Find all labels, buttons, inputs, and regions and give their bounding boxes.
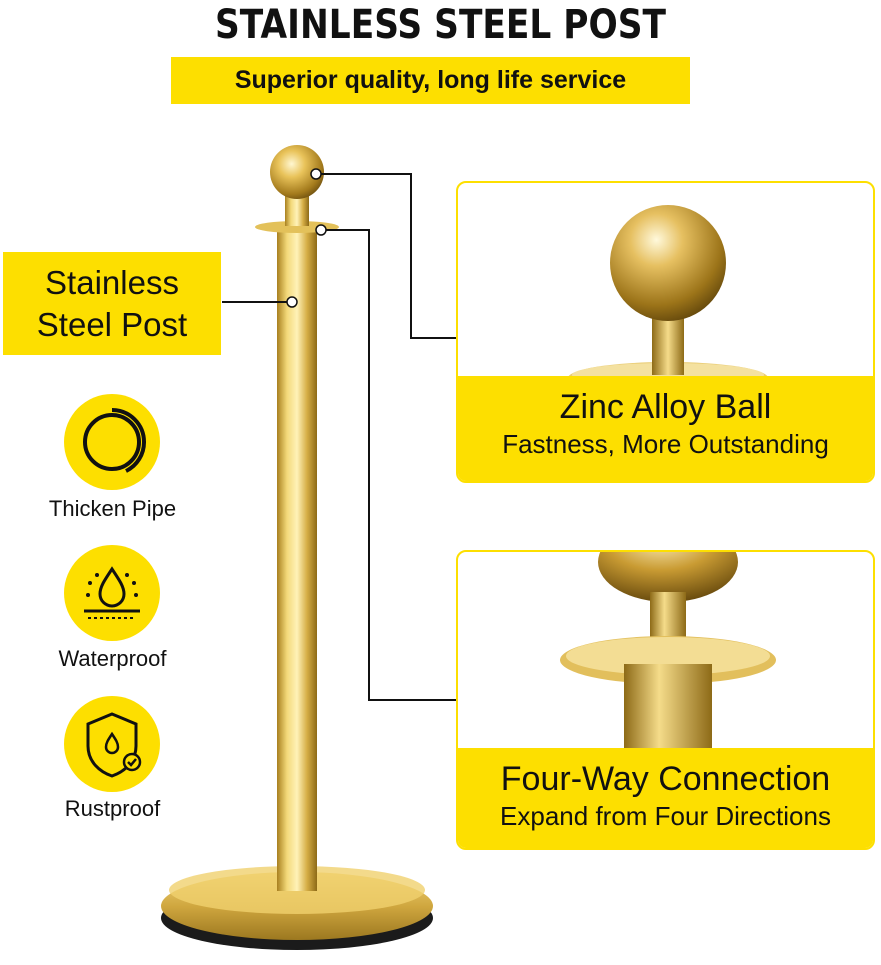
callout-text: Expand from Four Directions xyxy=(500,801,831,831)
shield-drop-icon xyxy=(64,696,160,792)
callout-title: Zinc Alloy Ball xyxy=(559,388,772,426)
callout-zinc-alloy-ball: Zinc Alloy Ball Fastness, More Outstandi… xyxy=(456,181,875,483)
post-label-line1: Stainless xyxy=(45,263,179,301)
ball-closeup-image xyxy=(568,205,768,393)
subtitle-banner: Superior quality, long life service xyxy=(171,57,690,104)
feature-label-waterproof: Waterproof xyxy=(58,646,167,671)
thick-pipe-icon xyxy=(64,394,160,490)
post-label: Stainless Steel Post xyxy=(3,252,221,355)
feature-label-rustproof: Rustproof xyxy=(64,796,161,821)
callout-caption: Zinc Alloy Ball Fastness, More Outstandi… xyxy=(458,376,873,481)
feature-label-thicken-pipe: Thicken Pipe xyxy=(48,496,177,521)
callout-title: Four-Way Connection xyxy=(500,760,831,798)
callout-text: Fastness, More Outstanding xyxy=(502,429,829,459)
subtitle-text: Superior quality, long life service xyxy=(234,66,627,94)
callout-four-way-connection: Four-Way Connection Expand from Four Dir… xyxy=(456,550,875,850)
water-drop-icon xyxy=(64,545,160,641)
page-title: STAINLESS STEEL POST xyxy=(214,2,667,48)
connection-closeup-image xyxy=(560,552,776,752)
callout-caption: Four-Way Connection Expand from Four Dir… xyxy=(458,748,873,848)
post-label-line2: Steel Post xyxy=(36,305,188,343)
